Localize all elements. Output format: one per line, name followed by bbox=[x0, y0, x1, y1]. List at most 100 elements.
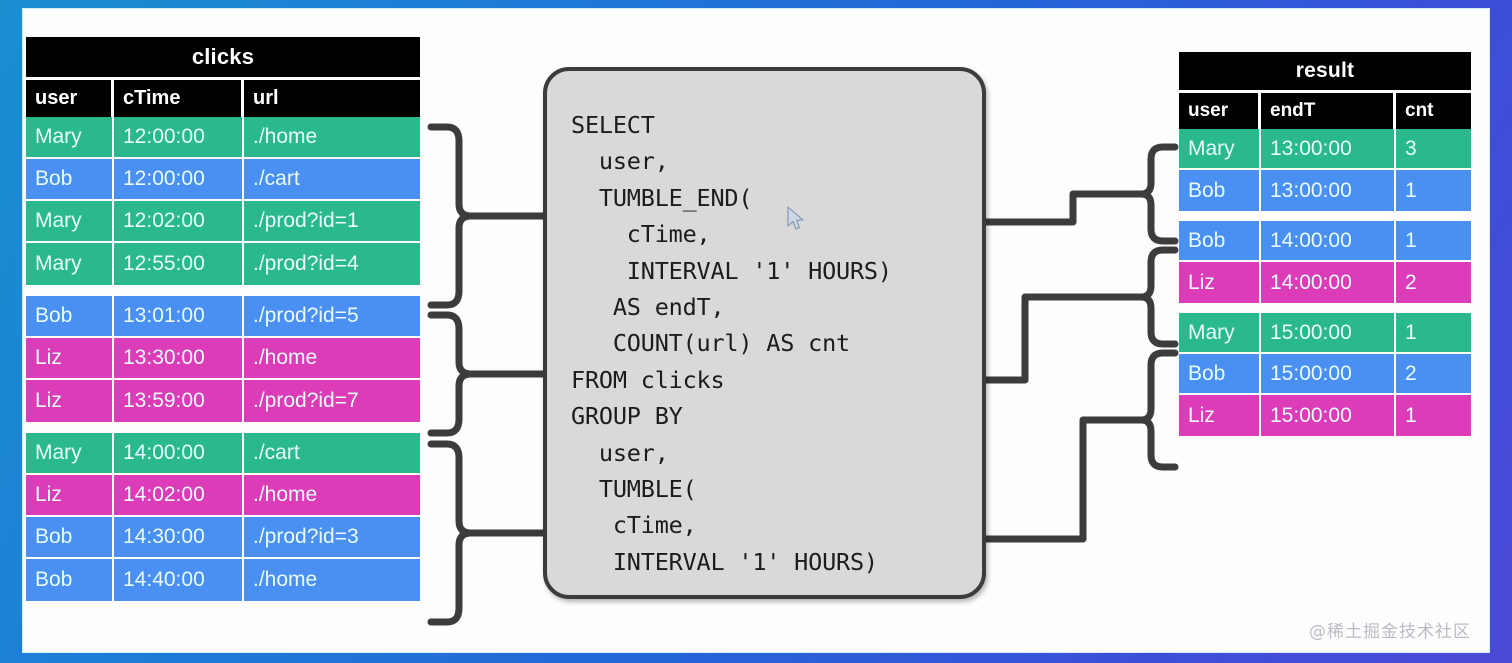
cell-user: Bob bbox=[1179, 354, 1261, 395]
clicks-group: Mary 14:00:00 ./cart Liz 14:02:00 ./home… bbox=[26, 433, 420, 601]
cell-user: Mary bbox=[1179, 313, 1261, 354]
cell-user: Liz bbox=[1179, 395, 1261, 436]
result-table-title: result bbox=[1179, 52, 1471, 90]
result-table: result user endT cnt Mary 13:00:00 3 Bob… bbox=[1179, 52, 1471, 436]
result-header-user: user bbox=[1179, 93, 1261, 129]
clicks-header-user: user bbox=[26, 80, 114, 117]
table-row: Mary 15:00:00 1 bbox=[1179, 313, 1471, 354]
right-wire-2 bbox=[982, 293, 1145, 384]
cell-url: ./prod?id=1 bbox=[244, 201, 420, 243]
left-brace-2 bbox=[427, 311, 475, 437]
table-row: Bob 13:01:00 ./prod?id=5 bbox=[26, 296, 420, 338]
result-header-endt: endT bbox=[1261, 93, 1396, 129]
cell-endt: 15:00:00 bbox=[1261, 395, 1396, 436]
table-row: Liz 13:30:00 ./home bbox=[26, 338, 420, 380]
clicks-group: Mary 12:00:00 ./home Bob 12:00:00 ./cart… bbox=[26, 117, 420, 285]
sql-query-box: SELECT user, TUMBLE_END( cTime, INTERVAL… bbox=[543, 67, 986, 599]
table-row: Bob 13:00:00 1 bbox=[1179, 170, 1471, 211]
right-wire-1 bbox=[982, 190, 1145, 226]
cell-user: Mary bbox=[26, 201, 114, 243]
cell-user: Bob bbox=[1179, 221, 1261, 262]
cell-ctime: 13:30:00 bbox=[114, 338, 244, 380]
cell-cnt: 3 bbox=[1396, 129, 1471, 170]
cell-user: Liz bbox=[1179, 262, 1261, 303]
cell-ctime: 14:30:00 bbox=[114, 517, 244, 559]
table-row: Liz 15:00:00 1 bbox=[1179, 395, 1471, 436]
cell-ctime: 12:02:00 bbox=[114, 201, 244, 243]
cell-endt: 14:00:00 bbox=[1261, 262, 1396, 303]
table-row: Bob 14:40:00 ./home bbox=[26, 559, 420, 601]
cell-user: Bob bbox=[1179, 170, 1261, 211]
cell-url: ./prod?id=4 bbox=[244, 243, 420, 285]
cell-cnt: 2 bbox=[1396, 262, 1471, 303]
watermark-text: @稀土掘金技术社区 bbox=[1309, 622, 1471, 642]
table-row: Liz 13:59:00 ./prod?id=7 bbox=[26, 380, 420, 422]
cell-url: ./cart bbox=[244, 433, 420, 475]
cell-cnt: 1 bbox=[1396, 313, 1471, 354]
cell-endt: 14:00:00 bbox=[1261, 221, 1396, 262]
cell-ctime: 12:00:00 bbox=[114, 117, 244, 159]
cell-url: ./cart bbox=[244, 159, 420, 201]
clicks-header-row: user cTime url bbox=[26, 80, 420, 117]
clicks-header-url: url bbox=[244, 80, 420, 117]
cell-ctime: 13:01:00 bbox=[114, 296, 244, 338]
cell-user: Bob bbox=[26, 559, 114, 601]
result-group: Bob 14:00:00 1 Liz 14:00:00 2 bbox=[1179, 221, 1471, 303]
table-row: Bob 14:00:00 1 bbox=[1179, 221, 1471, 262]
right-brace-2 bbox=[1137, 246, 1179, 348]
cell-url: ./home bbox=[244, 559, 420, 601]
result-body: Mary 13:00:00 3 Bob 13:00:00 1 Bob 14:00… bbox=[1179, 129, 1471, 436]
cell-user: Mary bbox=[1179, 129, 1261, 170]
cell-endt: 13:00:00 bbox=[1261, 129, 1396, 170]
table-row: Bob 12:00:00 ./cart bbox=[26, 159, 420, 201]
mouse-cursor-icon bbox=[787, 206, 804, 230]
cell-user: Liz bbox=[26, 475, 114, 517]
result-group: Mary 15:00:00 1 Bob 15:00:00 2 Liz 15:00… bbox=[1179, 313, 1471, 436]
left-brace-3 bbox=[427, 440, 475, 626]
result-group: Mary 13:00:00 3 Bob 13:00:00 1 bbox=[1179, 129, 1471, 211]
cell-url: ./prod?id=3 bbox=[244, 517, 420, 559]
cell-cnt: 1 bbox=[1396, 170, 1471, 211]
table-row: Liz 14:02:00 ./home bbox=[26, 475, 420, 517]
cell-user: Mary bbox=[26, 433, 114, 475]
table-row: Liz 14:00:00 2 bbox=[1179, 262, 1471, 303]
cell-url: ./home bbox=[244, 475, 420, 517]
result-header-row: user endT cnt bbox=[1179, 93, 1471, 129]
table-row: Mary 14:00:00 ./cart bbox=[26, 433, 420, 475]
cell-ctime: 13:59:00 bbox=[114, 380, 244, 422]
table-row: Bob 14:30:00 ./prod?id=3 bbox=[26, 517, 420, 559]
cell-endt: 15:00:00 bbox=[1261, 354, 1396, 395]
clicks-table-title: clicks bbox=[26, 37, 420, 77]
cell-ctime: 14:40:00 bbox=[114, 559, 244, 601]
cell-cnt: 1 bbox=[1396, 395, 1471, 436]
cell-ctime: 12:55:00 bbox=[114, 243, 244, 285]
cell-user: Liz bbox=[26, 380, 114, 422]
right-wire-3 bbox=[982, 416, 1145, 543]
table-row: Mary 12:55:00 ./prod?id=4 bbox=[26, 243, 420, 285]
table-row: Bob 15:00:00 2 bbox=[1179, 354, 1471, 395]
result-header-cnt: cnt bbox=[1396, 93, 1471, 129]
table-row: Mary 12:00:00 ./home bbox=[26, 117, 420, 159]
clicks-group: Bob 13:01:00 ./prod?id=5 Liz 13:30:00 ./… bbox=[26, 296, 420, 422]
cell-user: Bob bbox=[26, 159, 114, 201]
cell-url: ./prod?id=5 bbox=[244, 296, 420, 338]
cell-endt: 13:00:00 bbox=[1261, 170, 1396, 211]
cell-user: Bob bbox=[26, 517, 114, 559]
cell-ctime: 12:00:00 bbox=[114, 159, 244, 201]
cell-user: Bob bbox=[26, 296, 114, 338]
left-brace-1 bbox=[427, 123, 475, 309]
cell-ctime: 14:02:00 bbox=[114, 475, 244, 517]
right-brace-1 bbox=[1137, 143, 1179, 245]
cell-url: ./home bbox=[244, 117, 420, 159]
cell-user: Mary bbox=[26, 243, 114, 285]
clicks-table: clicks user cTime url Mary 12:00:00 ./ho… bbox=[26, 37, 420, 601]
cell-user: Liz bbox=[26, 338, 114, 380]
cell-endt: 15:00:00 bbox=[1261, 313, 1396, 354]
table-row: Mary 13:00:00 3 bbox=[1179, 129, 1471, 170]
clicks-body: Mary 12:00:00 ./home Bob 12:00:00 ./cart… bbox=[26, 117, 420, 601]
cell-cnt: 2 bbox=[1396, 354, 1471, 395]
cell-cnt: 1 bbox=[1396, 221, 1471, 262]
clicks-header-ctime: cTime bbox=[114, 80, 244, 117]
sql-query-text: SELECT user, TUMBLE_END( cTime, INTERVAL… bbox=[571, 111, 892, 576]
